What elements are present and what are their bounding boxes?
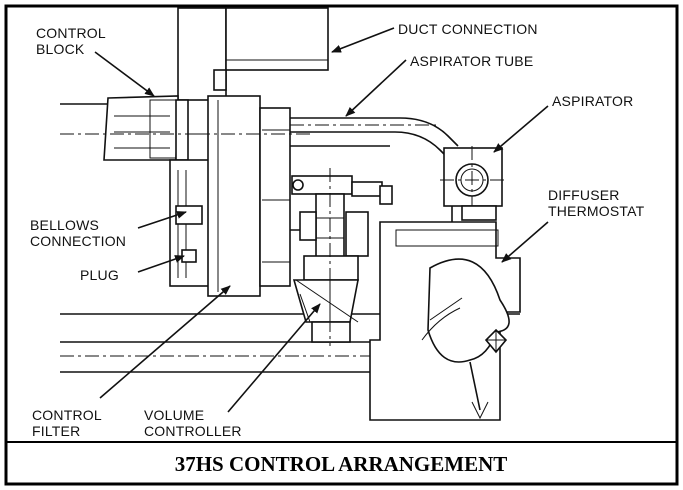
control-filter-flange bbox=[207, 95, 261, 297]
control-block-part bbox=[103, 95, 179, 161]
label-control-filter-line1: CONTROL bbox=[32, 407, 102, 423]
label-aspirator: ASPIRATOR bbox=[552, 93, 633, 109]
label-bellows-line2: CONNECTION bbox=[30, 233, 126, 249]
label-aspirator-tube: ASPIRATOR TUBE bbox=[410, 53, 533, 69]
label-volume-controller-line2: CONTROLLER bbox=[144, 423, 242, 439]
label-control-block-line2: BLOCK bbox=[36, 41, 85, 57]
label-diffuser-thermostat-line2: THERMOSTAT bbox=[548, 203, 645, 219]
label-control-block-line1: CONTROL bbox=[36, 25, 106, 41]
controller-body bbox=[303, 255, 359, 281]
label-plug: PLUG bbox=[80, 267, 119, 283]
label-bellows-line1: BELLOWS bbox=[30, 217, 99, 233]
leader-lines bbox=[94, 27, 549, 413]
label-volume-controller-line1: VOLUME bbox=[144, 407, 204, 423]
filter-body bbox=[259, 107, 291, 287]
label-diffuser-thermostat-line1: DIFFUSER bbox=[548, 187, 620, 203]
machine-drawing bbox=[60, 7, 521, 421]
label-duct-connection: DUCT CONNECTION bbox=[398, 21, 538, 37]
controller-foot bbox=[311, 321, 351, 343]
outer-border bbox=[4, 4, 679, 486]
duct-connection-part bbox=[225, 7, 329, 71]
figure-caption: 37HS CONTROL ARRANGEMENT bbox=[175, 452, 508, 476]
label-control-filter-line2: FILTER bbox=[32, 423, 80, 439]
